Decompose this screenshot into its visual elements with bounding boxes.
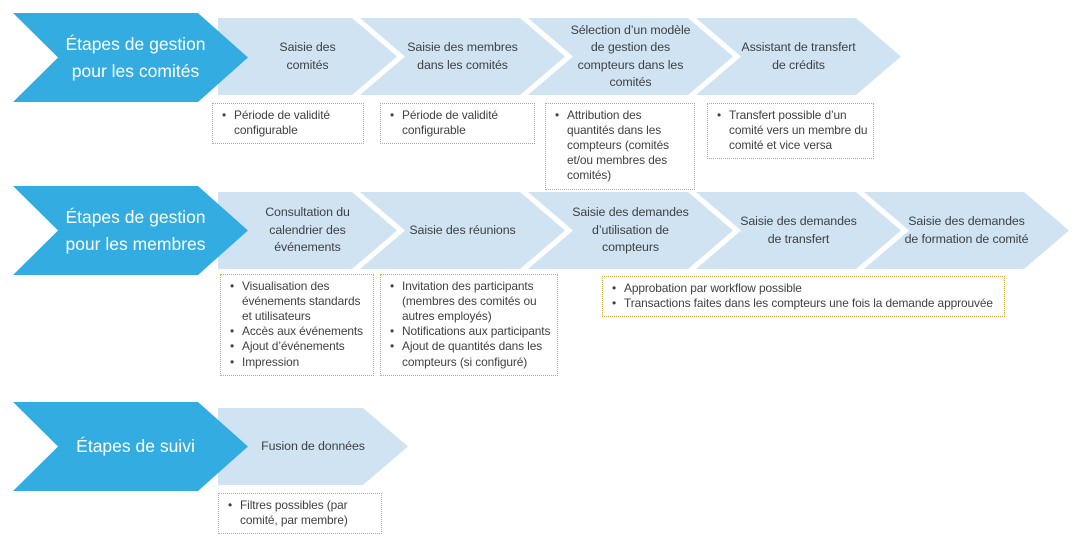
notes-box-assistant-transfert: Transfert possible d’un comité vers un m… [707, 103, 874, 160]
stage-arrow-suivi: Étapes de suivi [13, 402, 248, 491]
step-label: Consultation du calendrier des événement… [265, 205, 350, 255]
note-item: Transactions faites dans les compteurs u… [607, 296, 1000, 311]
stage-title: Étapes de suivi [76, 436, 195, 457]
note-item: Transfert possible d’un comité vers un m… [712, 108, 869, 153]
step-label: Saisie des réunions [409, 222, 516, 237]
note-item: Période de validité configurable [217, 108, 359, 138]
step-chevron-demandes-transfert: Saisie des demandes de transfert [696, 192, 901, 269]
stage-arrow-membres: Étapes de gestion pour les membres [13, 186, 248, 275]
step-label: Saisie des membres dans les comités [407, 40, 518, 72]
notes-box-saisie-comites: Période de validité configurable [212, 103, 364, 145]
step-label: Saisie des demandes de formation de comi… [904, 214, 1029, 246]
stage-arrow-comites: Étapes de gestion pour les comités [13, 13, 248, 102]
note-item: Impression [225, 355, 369, 370]
note-item: Invitation des participants (membres des… [385, 279, 553, 324]
notes-box-saisie-membres: Période de validité configurable [380, 103, 535, 145]
step-label: Saisie des demandes de transfert [740, 214, 857, 246]
step-label: Sélection d’un modèle de gestion des com… [570, 22, 691, 89]
step-label: Saisie des comités [279, 40, 336, 72]
note-item: Attribution des quantités dans les compt… [550, 108, 690, 184]
note-item: Accès aux événements [225, 324, 369, 339]
stage-title: Étapes de gestion pour les membres [65, 207, 206, 254]
note-item: Période de validité configurable [385, 108, 530, 138]
note-item: Notifications aux participants [385, 324, 553, 339]
notes-box-selection-modele: Attribution des quantités dans les compt… [545, 103, 695, 190]
notes-box-demandes-workflow: Approbation par workflow possible Transa… [602, 276, 1005, 318]
note-item: Visualisation des événements standards e… [225, 279, 369, 324]
notes-box-consultation-calendrier: Visualisation des événements standards e… [220, 274, 374, 376]
step-label: Saisie des demandes d’utilisation de com… [572, 205, 689, 255]
note-item: Ajout de quantités dans les compteurs (s… [385, 339, 553, 369]
step-chevron-fusion-donnees: Fusion de données [218, 408, 408, 485]
notes-box-fusion-donnees: Filtres possibles (par comité, par membr… [218, 493, 382, 535]
note-item: Filtres possibles (par comité, par membr… [223, 498, 377, 528]
step-label: Fusion de données [261, 438, 365, 453]
note-item: Ajout d’événements [225, 339, 369, 354]
step-label: Assistant de transfert de crédits [741, 40, 856, 72]
notes-box-saisie-reunions: Invitation des participants (membres des… [380, 274, 558, 376]
note-item: Approbation par workflow possible [607, 281, 1000, 296]
stage-title: Étapes de gestion pour les comités [65, 34, 206, 81]
